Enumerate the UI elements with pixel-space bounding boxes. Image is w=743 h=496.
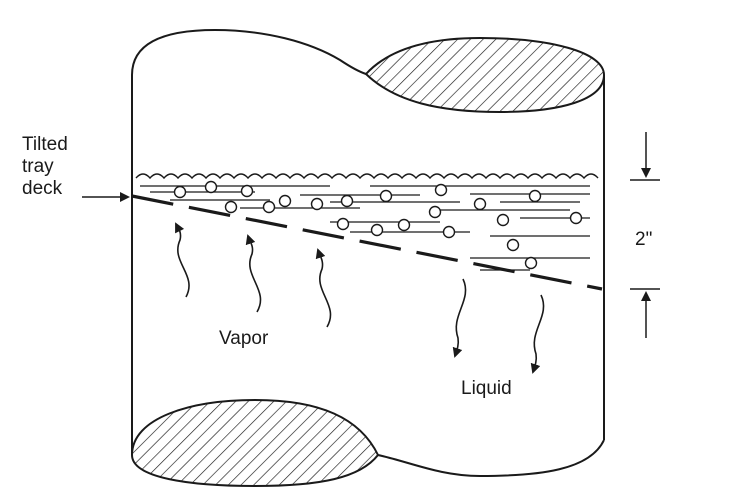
dimension-marker [630, 132, 660, 338]
vapor-arrow-3 [315, 248, 332, 328]
liquid-arrows [452, 278, 545, 374]
vapor-arrows [175, 222, 332, 328]
bottom-cut-section [130, 398, 380, 488]
column-top-edge [131, 28, 367, 76]
liquid-label: Liquid [461, 378, 512, 399]
bubble-icon [428, 205, 442, 219]
vapor-arrow-1 [175, 222, 190, 298]
bubble-icon [569, 211, 583, 225]
bubble-icon [204, 180, 218, 194]
vapor-arrow-2 [245, 234, 262, 313]
dimension-label: 2" [635, 229, 653, 250]
label-line-tilted: Tilted [22, 134, 68, 155]
bubble-icon [379, 189, 393, 203]
tilted-tray-deck [131, 194, 603, 291]
bubble-icon [496, 213, 510, 227]
bubble-icon [434, 183, 448, 197]
bubble-icon [240, 184, 254, 198]
bubble-icon [524, 256, 538, 270]
vapor-bubbles [173, 180, 583, 270]
liquid-arrow-2 [530, 294, 545, 374]
label-line-tray: tray [22, 156, 54, 177]
bubble-icon [397, 218, 411, 232]
bubble-icon [262, 200, 276, 214]
bubble-icon [310, 197, 324, 211]
liquid-streaks [140, 185, 590, 271]
bubble-icon [473, 197, 487, 211]
bubble-icon [528, 189, 542, 203]
bubble-icon [370, 223, 384, 237]
bubble-icon [336, 217, 350, 231]
tilted-tray-deck-label: Tilted tray deck [22, 134, 68, 200]
bubble-icon [173, 185, 187, 199]
bubble-icon [224, 200, 238, 214]
label-line-deck: deck [22, 178, 63, 199]
top-cut-section [364, 36, 606, 114]
vapor-label: Vapor [219, 328, 269, 349]
column-bottom-edge [377, 439, 605, 478]
froth-surface [135, 173, 599, 180]
bubble-icon [278, 194, 292, 208]
bubble-icon [506, 238, 520, 252]
liquid-arrow-1 [452, 278, 467, 358]
bubble-icon [442, 225, 456, 239]
bubble-icon [340, 194, 354, 208]
column-shell [131, 28, 605, 478]
